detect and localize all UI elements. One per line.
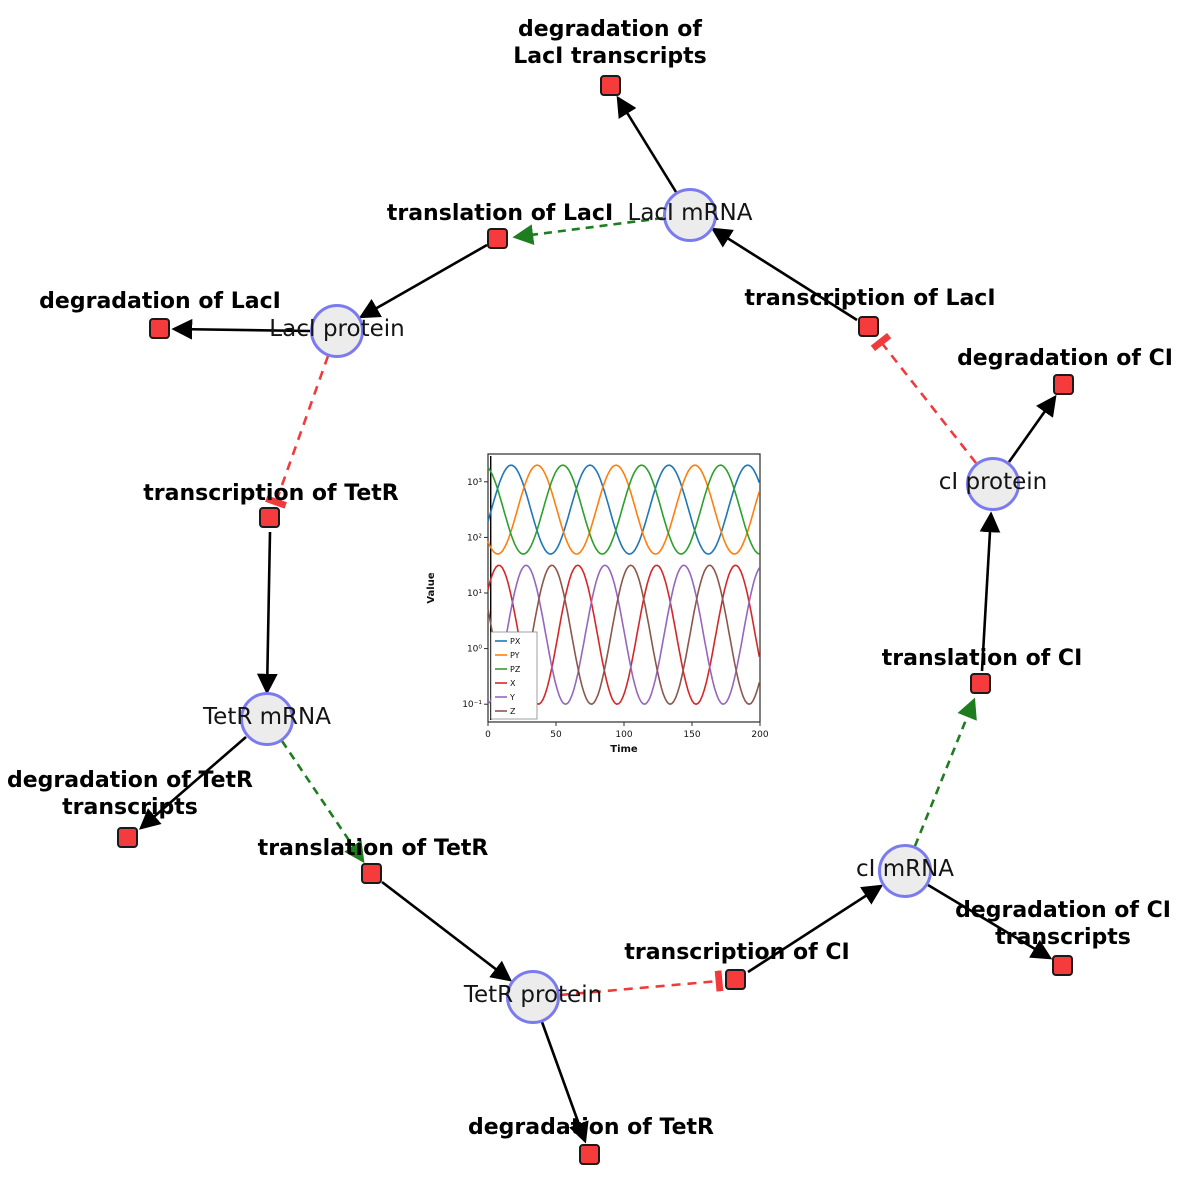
series-line-PX <box>487 464 761 555</box>
species-label-ci-protein: cI protein <box>938 469 1048 495</box>
reaction-label-degradation-ci-transcripts: degradation of CI transcripts <box>955 898 1171 950</box>
reaction-node-transcription-tetr <box>259 507 280 528</box>
y-tick-label: 10² <box>467 533 482 543</box>
y-tick-label: 10⁻¹ <box>462 700 482 710</box>
reaction-label-translation-laci: translation of LacI <box>386 201 614 226</box>
chart-legend <box>490 631 538 720</box>
series-line-Z <box>487 564 761 706</box>
reaction-node-transcription-ci <box>725 969 746 990</box>
edge-tetr-mrna-to-degradation-transcripts <box>139 736 247 830</box>
reaction-node-translation-ci <box>970 673 991 694</box>
x-tick-label: 100 <box>615 730 632 740</box>
species-node-ci-mrna <box>878 844 932 898</box>
reaction-node-degradation-ci-transcripts <box>1052 955 1073 976</box>
reaction-label-transcription-tetr: transcription of TetR <box>143 481 399 506</box>
x-tick-label: 150 <box>683 730 700 740</box>
reaction-node-degradation-laci-transcripts <box>600 75 621 96</box>
y-axis-label: Value <box>426 572 437 603</box>
species-node-ci-protein <box>966 457 1020 511</box>
x-axis-label: Time <box>610 744 638 755</box>
edge-transcription-tetr-to-tetr-mrna <box>256 531 278 695</box>
edge-ci-protein-inhibits-transcription-laci <box>870 332 978 464</box>
edge-ci-mrna-modifier-translation-ci <box>913 697 977 847</box>
edge-translation-laci-to-laci-protein <box>358 243 488 319</box>
edge-laci-mrna-modifier-translation-laci <box>512 216 664 245</box>
reaction-node-degradation-tetr-transcripts <box>117 827 138 848</box>
species-label-ci-mrna: cI mRNA <box>855 856 955 882</box>
legend-label-PY: PY <box>510 651 520 660</box>
reaction-node-degradation-ci <box>1053 374 1074 395</box>
series-line-PY <box>487 464 761 555</box>
y-tick-label: 10³ <box>467 478 482 488</box>
edge-laci-mrna-to-degradation-transcripts <box>616 95 678 193</box>
edge-tetr-mrna-modifier-translation-tetr <box>280 740 365 864</box>
x-tick-label: 50 <box>550 730 562 740</box>
reaction-label-degradation-laci: degradation of LacI <box>39 289 281 314</box>
reaction-label-degradation-ci: degradation of CI <box>957 346 1173 371</box>
species-label-laci-mrna: LacI mRNA <box>627 200 753 226</box>
legend-label-Z: Z <box>510 707 516 716</box>
reaction-label-transcription-ci: transcription of CI <box>624 940 850 965</box>
reaction-label-translation-ci: translation of CI <box>881 646 1083 671</box>
reaction-node-translation-laci <box>487 228 508 249</box>
reaction-node-degradation-tetr <box>579 1144 600 1165</box>
edge-tetr-protein-to-degradation-tetr <box>540 1021 589 1144</box>
reaction-node-translation-tetr <box>361 863 382 884</box>
reaction-node-transcription-laci <box>858 316 879 337</box>
species-label-laci-protein: LacI protein <box>269 316 405 342</box>
reaction-label-degradation-tetr-transcripts: degradation of TetR transcripts <box>6 768 253 820</box>
edge-laci-protein-to-degradation-laci <box>171 318 311 340</box>
series-line-Y <box>487 564 761 706</box>
edge-transcription-laci-to-laci-mrna <box>710 227 858 322</box>
y-tick-label: 10¹ <box>467 589 482 599</box>
edge-tetr-protein-inhibits-transcription-ci <box>559 970 724 997</box>
edge-laci-protein-inhibits-transcription-tetr <box>265 355 330 509</box>
reaction-node-degradation-laci <box>149 318 170 339</box>
reaction-label-transcription-laci: transcription of LacI <box>744 286 996 311</box>
legend-label-PX: PX <box>510 637 521 646</box>
reaction-label-degradation-tetr: degradation of TetR <box>467 1115 714 1140</box>
series-line-PZ <box>487 464 760 555</box>
species-node-tetr-protein <box>506 970 560 1024</box>
edge-translation-tetr-to-tetr-protein <box>381 880 513 982</box>
species-label-tetr-protein: TetR protein <box>463 982 603 1008</box>
species-label-tetr-mrna: TetR mRNA <box>203 704 331 730</box>
edge-ci-mrna-to-degradation-transcripts <box>927 883 1053 960</box>
species-node-laci-mrna <box>663 188 717 242</box>
x-tick-label: 0 <box>485 730 491 740</box>
species-node-laci-protein <box>310 304 364 358</box>
x-tick-label: 200 <box>751 730 768 740</box>
legend-label-Y: Y <box>509 693 515 702</box>
legend-label-PZ: PZ <box>510 665 521 674</box>
edge-translation-ci-to-ci-protein <box>979 511 1001 672</box>
species-node-tetr-mrna <box>240 692 294 746</box>
edge-ci-protein-to-degradation-ci <box>1007 394 1057 463</box>
y-tick-label: 10⁰ <box>467 645 482 655</box>
reaction-label-translation-tetr: translation of TetR <box>257 836 489 861</box>
legend-label-X: X <box>510 679 516 688</box>
reaction-label-degradation-laci-transcripts: degradation of LacI transcripts <box>513 17 707 69</box>
edge-transcription-ci-to-ci-mrna <box>747 884 884 974</box>
